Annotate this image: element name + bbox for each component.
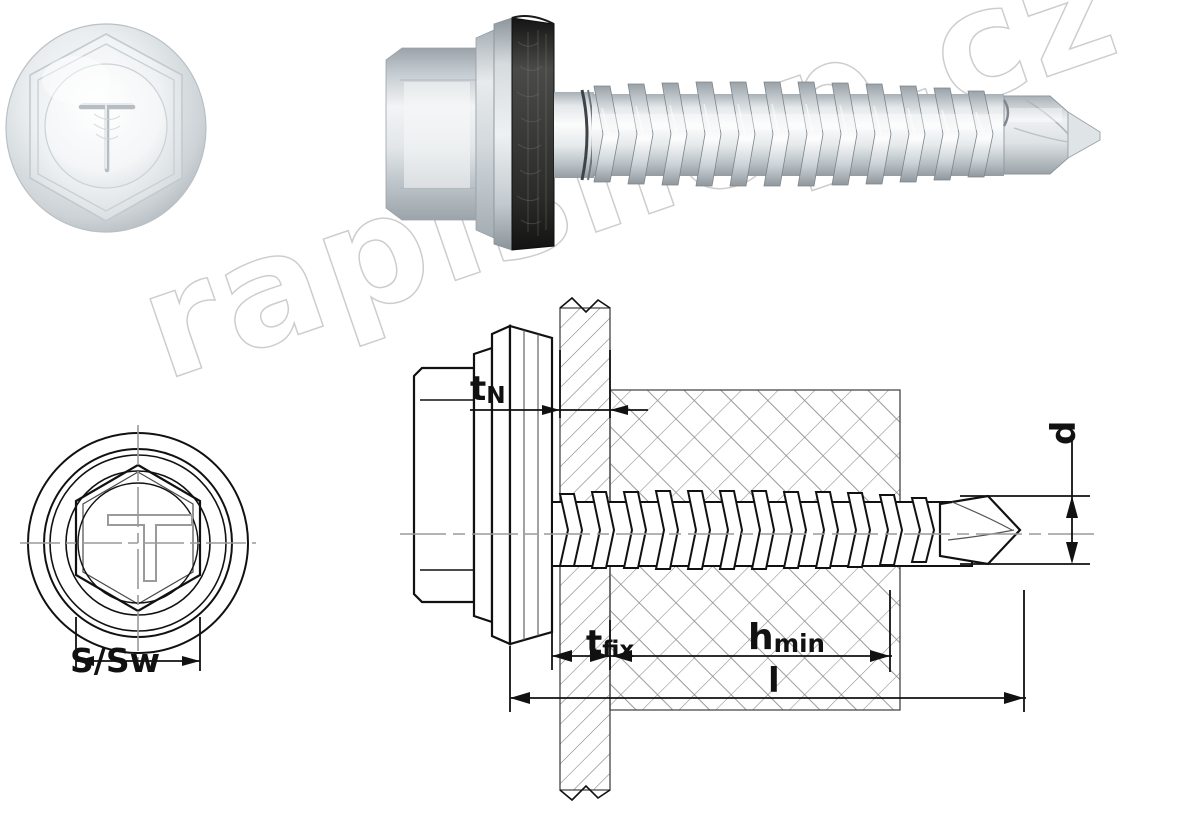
screw-side-view-photo <box>385 15 1101 251</box>
screw-head-top-view-photo <box>5 23 207 233</box>
drill-point-section <box>938 494 1022 566</box>
dimension-d-line <box>960 430 1090 565</box>
dimension-hmin-label: hmin <box>748 617 825 658</box>
dimension-hmin-line <box>612 590 892 672</box>
dimension-ssw-label: S/Sw <box>70 641 161 680</box>
head-marking-t-drawing <box>107 514 193 582</box>
dimension-tn-label: tN <box>470 369 506 409</box>
center-lines <box>20 425 256 661</box>
assembly-section-view <box>400 296 1100 802</box>
screw-thread-section <box>551 490 973 570</box>
dimension-tfix-label: tfix <box>586 623 635 663</box>
thread-profile <box>593 81 994 187</box>
dimension-l-label: l <box>768 661 780 701</box>
dimension-l-line <box>509 590 1026 712</box>
dimension-d-label: d <box>1044 420 1084 445</box>
screw-head-section <box>412 366 476 604</box>
hex-head-front-view <box>20 425 256 671</box>
